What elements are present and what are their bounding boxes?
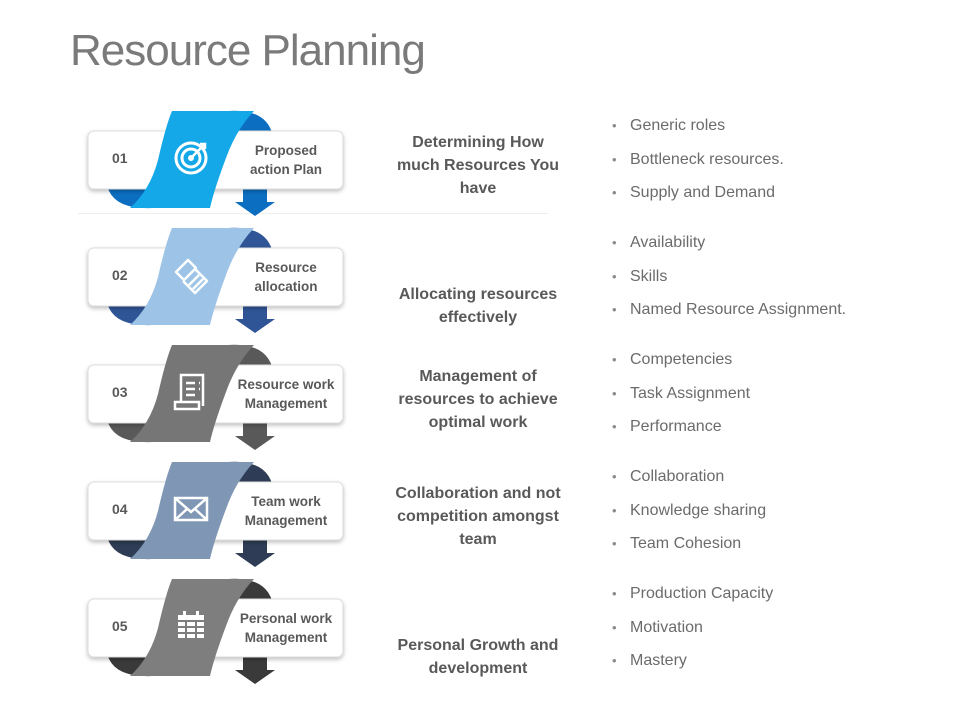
- step-heading: Allocating resources effectively: [388, 283, 568, 329]
- step-bullets: AvailabilitySkillsNamed Resource Assignm…: [612, 232, 846, 333]
- down-arrow: [235, 189, 275, 216]
- step-ribbon: [87, 578, 344, 684]
- step-number: 04: [112, 501, 128, 517]
- step-label: Personal work Management: [232, 609, 340, 647]
- down-arrow: [235, 657, 275, 684]
- bullet-item: Knowledge sharing: [612, 500, 766, 534]
- bullet-item: Mastery: [612, 650, 773, 684]
- step-label-line: Proposed: [254, 143, 318, 158]
- bullet-item: Task Assignment: [612, 383, 750, 417]
- handshake-icon: [174, 258, 209, 295]
- bullet-item: Production Capacity: [612, 583, 773, 617]
- step-row-05: 05 Personal work Management Personal Gro…: [0, 578, 960, 695]
- step-heading: Personal Growth and development: [388, 634, 568, 680]
- page-title: Resource Planning: [70, 26, 426, 75]
- step-heading-line: optimal work: [428, 414, 528, 431]
- step-number: 05: [112, 618, 128, 634]
- step-bullets: Production CapacityMotivationMastery: [612, 583, 773, 684]
- step-label-line: Management: [244, 396, 328, 411]
- step-heading-line: competition amongst: [397, 508, 559, 525]
- divider: [78, 213, 548, 214]
- step-label-line: Management: [244, 630, 328, 645]
- step-heading-line: much Resources You: [396, 157, 560, 174]
- bullet-item: Competencies: [612, 349, 750, 383]
- step-label: Resource work Management: [232, 375, 340, 413]
- step-heading-line: Collaboration and not: [395, 485, 561, 502]
- step-label-line: Resource: [255, 260, 317, 275]
- bullet-item: Availability: [612, 232, 846, 266]
- step-heading-line: team: [459, 531, 497, 548]
- step-ribbon: [87, 461, 344, 567]
- bullet-item: Bottleneck resources.: [612, 149, 784, 183]
- step-label-line: Personal work: [239, 611, 333, 626]
- step-heading-line: Management of: [419, 368, 537, 385]
- document-icon: [173, 373, 205, 411]
- step-label: Resource allocation: [232, 258, 340, 296]
- bullet-item: Motivation: [612, 617, 773, 651]
- step-ribbon: [87, 344, 344, 450]
- step-heading-line: Determining How: [412, 134, 544, 151]
- step-number: 01: [112, 150, 128, 166]
- down-arrow: [235, 423, 275, 450]
- envelope-icon: [173, 496, 209, 522]
- bullet-item: Skills: [612, 266, 846, 300]
- step-row-04: 04 Team work Management Collaboration an…: [0, 461, 960, 578]
- step-heading-line: resources to achieve: [398, 391, 558, 408]
- step-label-line: action Plan: [249, 162, 322, 177]
- bullet-item: Named Resource Assignment.: [612, 299, 846, 333]
- ribbon-front: [130, 579, 254, 676]
- calendar-icon: [178, 611, 204, 638]
- step-bullets: CompetenciesTask AssignmentPerformance: [612, 349, 750, 450]
- bullet-item: Collaboration: [612, 466, 766, 500]
- step-ribbon: [87, 110, 344, 216]
- step-ribbon: [87, 227, 344, 333]
- down-arrow: [235, 540, 275, 567]
- step-heading-line: Personal Growth and: [397, 637, 559, 654]
- bullet-item: Team Cohesion: [612, 533, 766, 567]
- step-label: Proposed action Plan: [232, 141, 340, 179]
- ribbon-front: [130, 345, 254, 442]
- step-heading: Collaboration and not competition amongst…: [388, 482, 568, 551]
- step-heading: Determining How much Resources You have: [388, 131, 568, 200]
- bullet-item: Generic roles: [612, 115, 784, 149]
- step-heading-line: effectively: [438, 309, 518, 326]
- step-row-01: 01 Proposed action Plan Determining How m…: [0, 110, 960, 227]
- step-label-line: allocation: [254, 279, 318, 294]
- step-row-03: 03 Resource work Management Management o…: [0, 344, 960, 461]
- step-heading-line: development: [428, 660, 528, 677]
- step-label-line: Resource work: [237, 377, 335, 392]
- step-number: 02: [112, 267, 128, 283]
- step-label-line: Team work: [251, 494, 321, 509]
- target-icon: [174, 141, 208, 175]
- ribbon-front: [130, 228, 254, 325]
- step-row-02: 02 Resource allocation Allocating resour…: [0, 227, 960, 344]
- bullet-item: Performance: [612, 416, 750, 450]
- step-heading-line: Allocating resources: [398, 286, 558, 303]
- down-arrow: [235, 306, 275, 333]
- step-bullets: Generic rolesBottleneck resources.Supply…: [612, 115, 784, 216]
- step-bullets: CollaborationKnowledge sharingTeam Cohes…: [612, 466, 766, 567]
- step-label: Team work Management: [232, 492, 340, 530]
- step-label-line: Management: [244, 513, 328, 528]
- step-heading-line: have: [459, 180, 497, 197]
- step-heading: Management of resources to achieve optimal…: [388, 365, 568, 434]
- bullet-item: Supply and Demand: [612, 182, 784, 216]
- step-number: 03: [112, 384, 128, 400]
